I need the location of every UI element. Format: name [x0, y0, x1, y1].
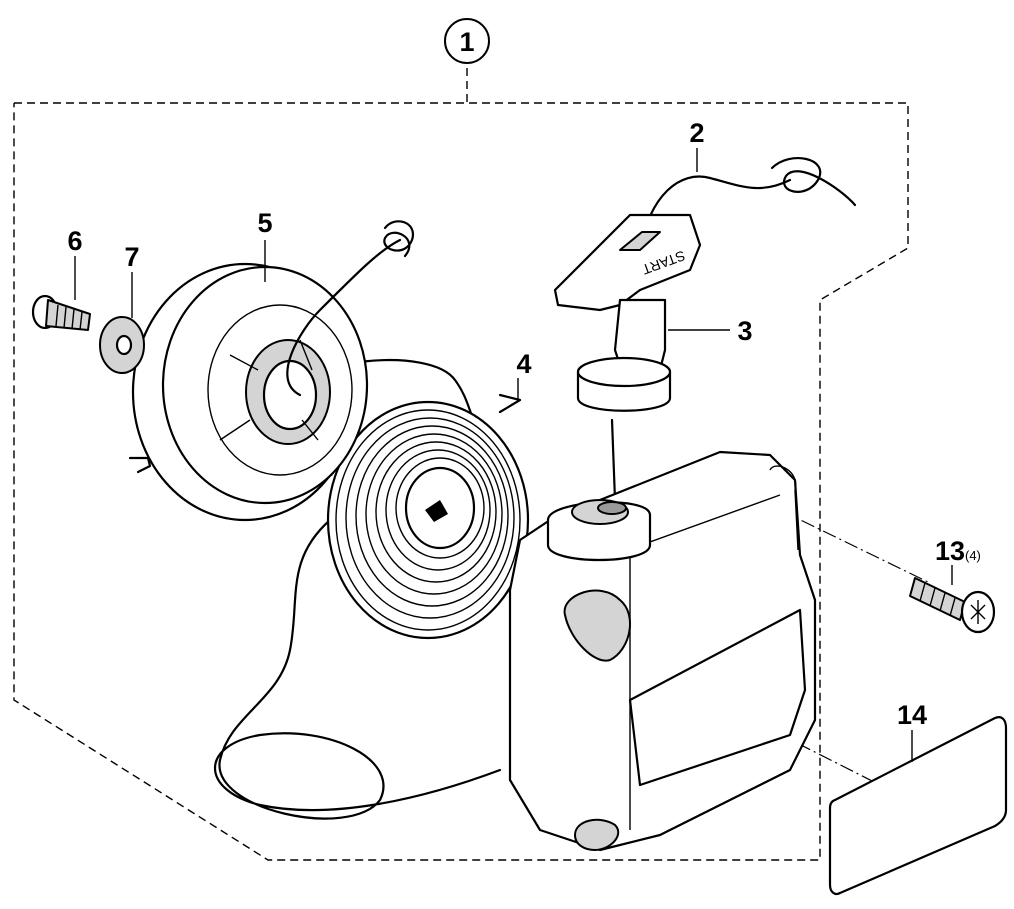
callout-13-quantity: (4) [965, 548, 981, 563]
callout-6-screw: 6 [67, 226, 83, 300]
callout-13-screw: 13 (4) [935, 536, 981, 585]
callout-1-label: 1 [459, 27, 474, 57]
callout-5-pulley: 5 [257, 208, 273, 282]
callout-13-label: 13 [935, 536, 965, 566]
label-plate [828, 716, 1008, 896]
callout-2-rope: 2 [689, 118, 705, 172]
washer [99, 316, 145, 374]
pulley-screw [31, 294, 91, 331]
callout-1-assembly: 1 [444, 18, 490, 64]
callout-3-handle: 3 [668, 316, 753, 346]
callout-3-label: 3 [737, 316, 752, 346]
housing-screw [909, 577, 996, 634]
callout-14-label: 14 [897, 700, 927, 730]
callout-4-spring: 4 [516, 349, 532, 400]
starter-handle: START [553, 213, 702, 412]
callout-4-label: 4 [516, 349, 531, 379]
callout-7-label: 7 [124, 242, 139, 272]
callout-7-washer: 7 [124, 242, 140, 318]
callout-2-label: 2 [689, 118, 704, 148]
assembly-boundary [13, 68, 909, 861]
callout-6-label: 6 [67, 226, 82, 256]
callout-14-label-plate: 14 [897, 700, 927, 762]
fan-housing [508, 450, 817, 852]
recoil-spring [326, 393, 530, 640]
callout-5-label: 5 [257, 208, 272, 238]
rope-pulley [128, 220, 415, 522]
